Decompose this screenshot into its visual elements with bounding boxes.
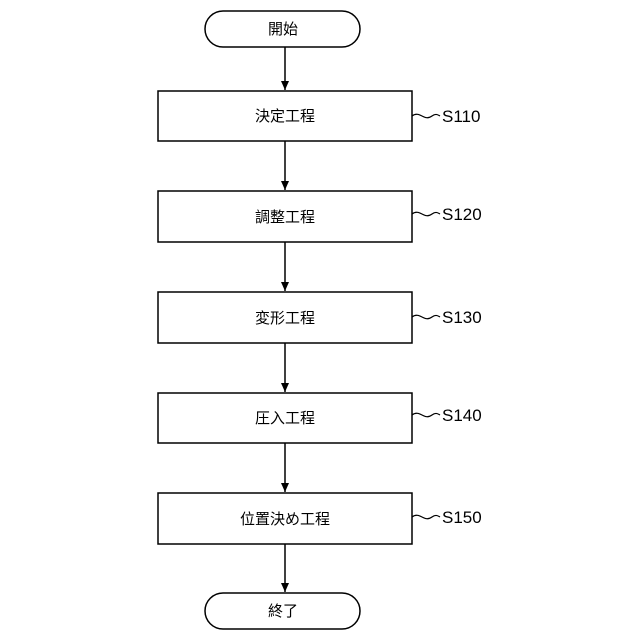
process-label: 変形工程 bbox=[255, 309, 315, 327]
step-code-leader bbox=[412, 212, 440, 215]
process-label: 位置決め工程 bbox=[240, 510, 330, 528]
start-terminal-label: 開始 bbox=[268, 20, 298, 38]
process-step-s120: 調整工程 S120 bbox=[158, 191, 482, 242]
step-code-leader bbox=[412, 515, 440, 518]
end-terminal: 終了 bbox=[205, 593, 360, 629]
step-code-leader bbox=[412, 315, 440, 318]
step-code-label: S120 bbox=[442, 205, 482, 224]
step-code-label: S130 bbox=[442, 308, 482, 327]
process-label: 調整工程 bbox=[255, 208, 315, 226]
process-label: 決定工程 bbox=[255, 107, 315, 125]
process-step-s150: 位置決め工程 S150 bbox=[158, 493, 482, 544]
step-code-label: S110 bbox=[442, 107, 480, 126]
step-code-label: S150 bbox=[442, 508, 482, 527]
process-step-s140: 圧入工程 S140 bbox=[158, 393, 482, 443]
process-label: 圧入工程 bbox=[255, 409, 315, 427]
start-terminal: 開始 bbox=[205, 11, 360, 47]
step-code-leader bbox=[412, 114, 440, 117]
step-code-leader bbox=[412, 413, 440, 416]
process-step-s130: 変形工程 S130 bbox=[158, 292, 482, 343]
step-code-label: S140 bbox=[442, 406, 482, 425]
end-terminal-label: 終了 bbox=[268, 602, 298, 620]
process-step-s110: 決定工程 S110 bbox=[158, 91, 480, 141]
